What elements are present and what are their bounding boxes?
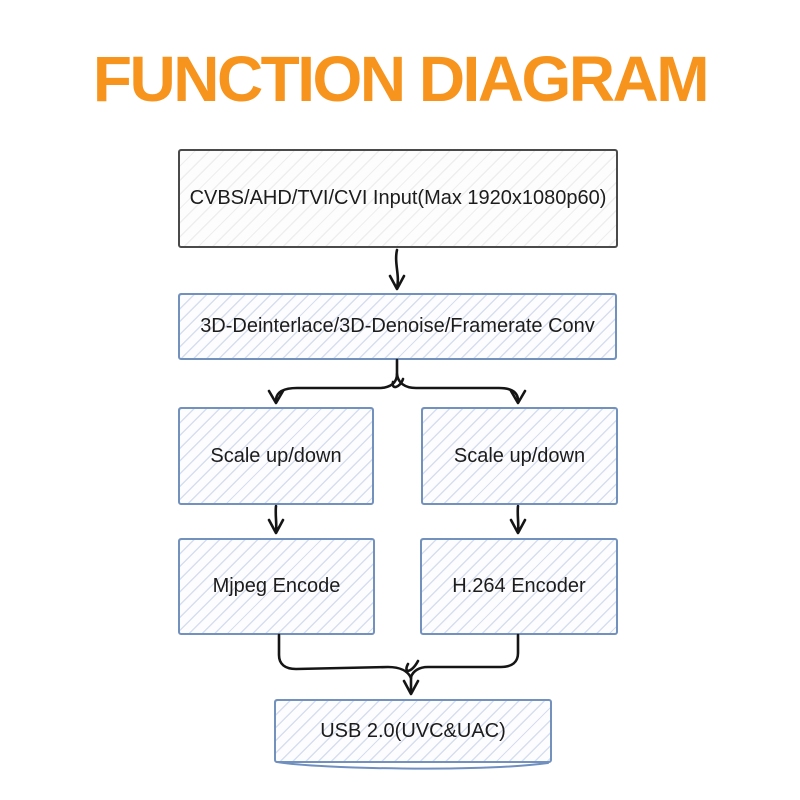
arrow-scale-left-to-mjpeg [274, 504, 278, 533]
arrowhead-h264 [509, 518, 527, 535]
node-h264-encoder: H.264 Encoder [420, 538, 618, 635]
node-preprocess: 3D-Deinterlace/3D-Denoise/Framerate Conv [178, 293, 617, 360]
arrowhead-scale-right [509, 389, 527, 405]
node-scale-up-down-left: Scale up/down [178, 407, 374, 505]
arrow-preprocess-to-scale-left [274, 358, 399, 403]
node-scale-left-label: Scale up/down [210, 444, 342, 467]
split-curl-decoration [391, 377, 405, 389]
node-input-label: CVBS/AHD/TVI/CVI Input(Max 1920x1080p60) [189, 187, 607, 209]
node-preprocess-label: 3D-Deinterlace/3D-Denoise/Framerate Conv [200, 315, 595, 337]
node-usb-output: USB 2.0(UVC&UAC) [274, 699, 552, 763]
node-input: CVBS/AHD/TVI/CVI Input(Max 1920x1080p60) [178, 149, 618, 248]
node-mjpeg-encode: Mjpeg Encode [178, 538, 375, 635]
arrowhead-scale-left [267, 389, 285, 405]
node-mjpeg-label: Mjpeg Encode [212, 575, 341, 597]
arrowhead-input-to-preprocess [388, 274, 406, 291]
merge-curl-decoration [405, 659, 420, 673]
arrowhead-usb [402, 679, 420, 696]
node-scale-right-label: Scale up/down [453, 444, 586, 467]
page-title: FUNCTION DIAGRAM [92, 43, 710, 115]
arrow-h264-to-usb [409, 633, 520, 679]
node-h264-label: H.264 Encoder [452, 575, 586, 597]
node-usb-label: USB 2.0(UVC&UAC) [320, 719, 506, 742]
arrow-preprocess-to-scale-right [395, 372, 520, 403]
arrowhead-mjpeg [267, 518, 285, 535]
arrow-scale-right-to-h264 [516, 504, 520, 533]
node-scale-up-down-right: Scale up/down [421, 407, 618, 505]
arrow-mjpeg-to-usb [277, 633, 413, 680]
arrow-input-to-preprocess [394, 248, 400, 289]
